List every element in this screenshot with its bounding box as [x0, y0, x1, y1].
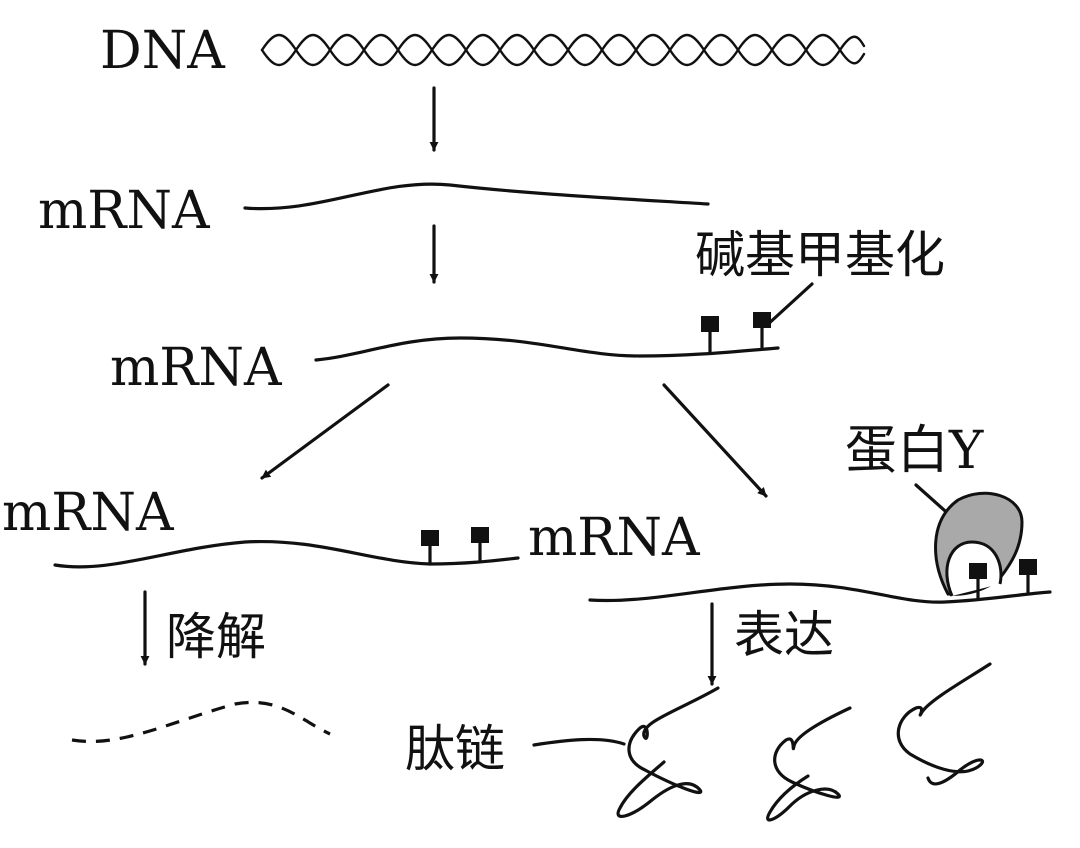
degradation-label: 降解: [166, 608, 266, 666]
mrna-strand-left: [53, 539, 520, 569]
peptide-pointer: [532, 737, 626, 747]
peptide-chain: [896, 662, 992, 786]
mrna-label: mRNA: [528, 508, 701, 568]
degraded-mrna-fragments: [71, 700, 331, 744]
methylation-pointer: [764, 282, 814, 328]
dna-label: DNA: [100, 21, 226, 81]
mrna-label: mRNA: [110, 338, 283, 398]
branch-arrow-left: [260, 383, 390, 480]
mrna-strand-right: [588, 582, 1052, 604]
dna-double-helix: [260, 33, 866, 67]
branch-arrow-right: [662, 383, 768, 498]
base-methylation-label: 碱基甲基化: [695, 226, 945, 284]
mrna-label: mRNA: [38, 181, 211, 241]
methyl-group-marks: [969, 559, 1037, 600]
mrna-label: mRNA: [2, 483, 175, 543]
methyl-group-marks: [421, 527, 489, 566]
mrna-strand: [243, 182, 710, 211]
methyl-group-marks: [701, 312, 771, 354]
peptide-chain: [766, 706, 852, 822]
peptide-chain: [616, 686, 720, 818]
peptide-label: 肽链: [405, 720, 505, 778]
expression-label: 表达: [734, 606, 834, 664]
methylated-mrna-strand: [314, 336, 780, 362]
protein-y-label: 蛋白Y: [845, 421, 984, 481]
